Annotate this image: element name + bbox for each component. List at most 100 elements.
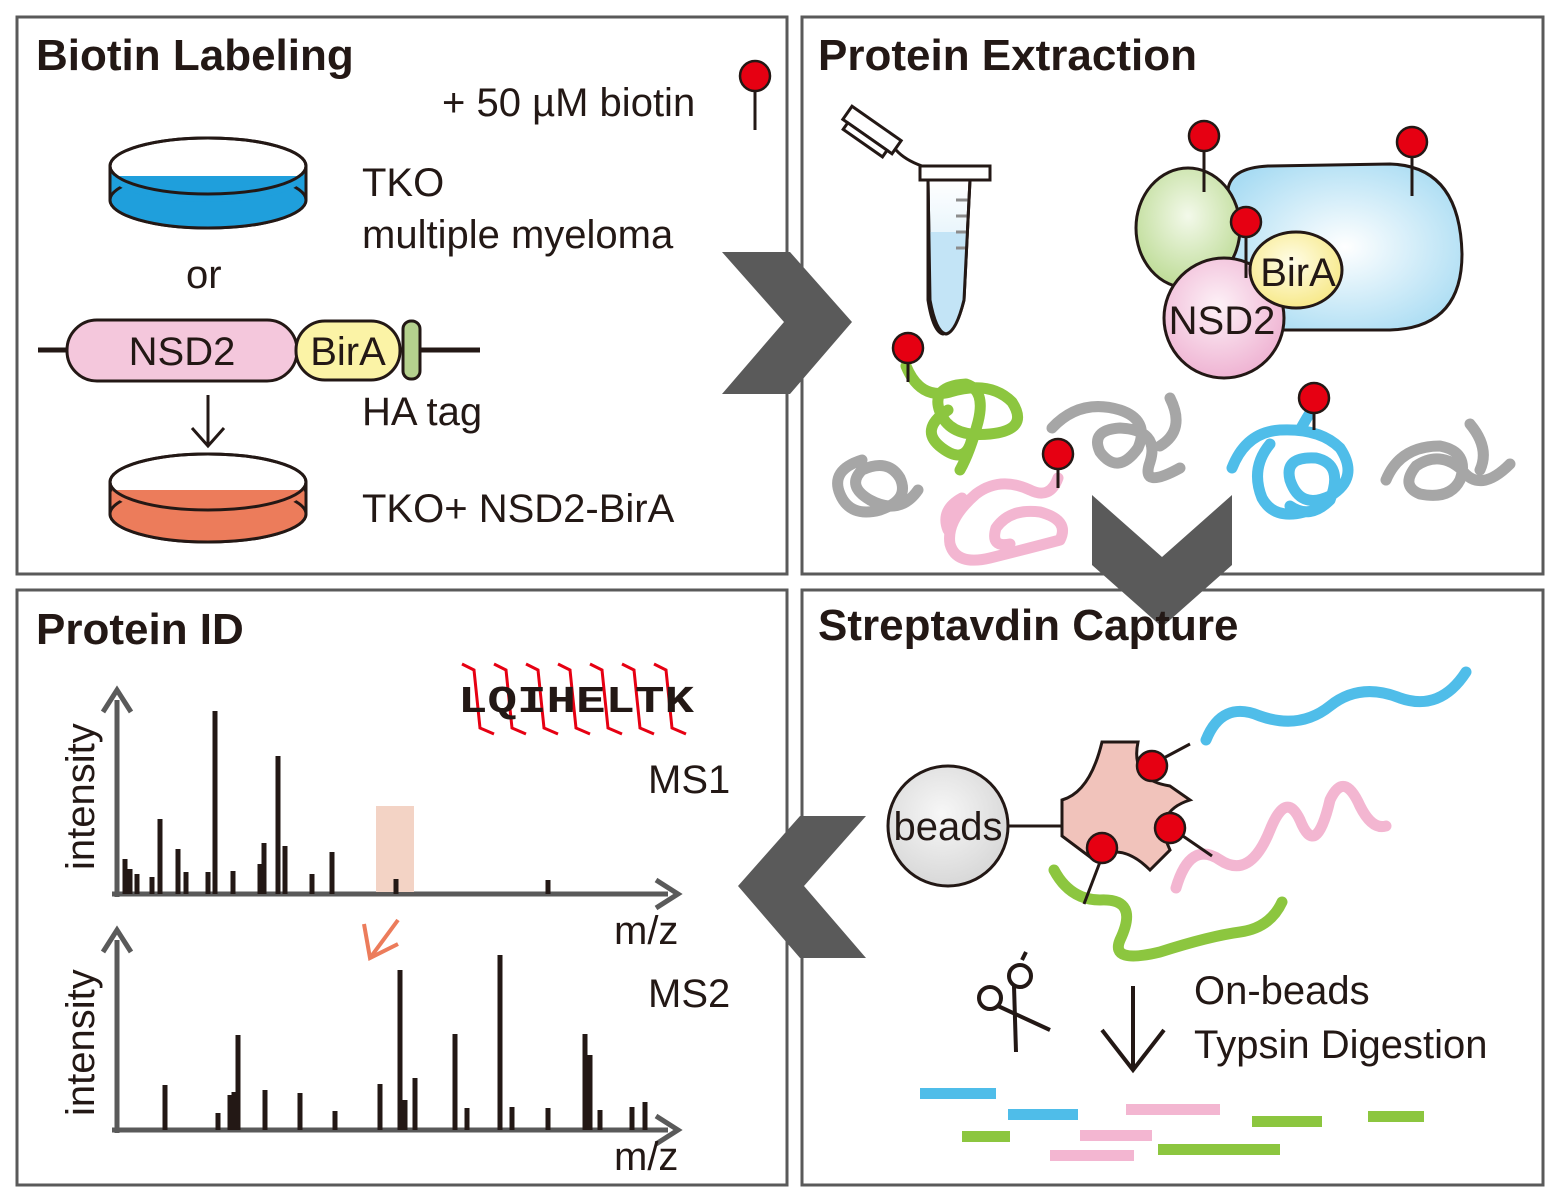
digestion-label-line2: Typsin Digestion (1194, 1023, 1487, 1067)
ms1-label: MS1 (648, 758, 730, 802)
biotin-pin-icon (1229, 205, 1263, 239)
cell-line-tko-description: multiple myeloma (362, 213, 674, 257)
ms2-peak (262, 1090, 268, 1130)
peptide-fragmentation-marks (461, 662, 687, 736)
cell-culture-dish-blue (108, 136, 308, 230)
cell-line-tko-label: TKO (362, 161, 444, 205)
ms1-peak (309, 874, 315, 894)
ms2-peak (509, 1107, 515, 1130)
ms1-peak (393, 879, 399, 894)
peptide-sequence: LQIHELTK (458, 681, 694, 724)
ms2-peak (629, 1107, 635, 1130)
ms1-axes (100, 685, 683, 911)
biotinylated-protein-green (900, 360, 1023, 476)
ms2-peak (464, 1108, 470, 1130)
captured-protein-pink (1170, 781, 1392, 894)
ms1-peak (183, 872, 189, 894)
construct-ha-tag (401, 319, 422, 381)
ms2-peak (235, 1035, 241, 1130)
biotin-pin-icon (1395, 125, 1429, 159)
panel-title-biotin-labeling: Biotin Labeling (36, 31, 354, 80)
nsd2-bira-construct (38, 318, 480, 383)
ms2-x-axis-label: m/z (614, 1135, 678, 1179)
ms1-peak (545, 880, 551, 894)
ms2-peak (402, 1100, 408, 1130)
ms1-precursor-highlight (376, 806, 414, 892)
microcentrifuge-tube-icon (840, 104, 992, 336)
biotin-pin-icon (1135, 749, 1169, 783)
ms2-peak (215, 1113, 221, 1130)
protein-gray (832, 392, 1516, 518)
cell-line-tko-nsd2-bira-label: TKO+ NSD2-BirA (362, 487, 675, 531)
biotin-pin-icon (738, 59, 772, 130)
complex-bira-label: BirA (1260, 251, 1336, 295)
transfection-down-arrow-icon (190, 395, 226, 449)
construct-bira-domain (294, 319, 402, 382)
captured-protein-blue (1200, 666, 1472, 746)
biotin-pin-icon (1041, 437, 1075, 471)
ms1-bars (122, 711, 551, 894)
ms1-peak (275, 756, 281, 894)
ms1-peak (261, 843, 267, 894)
captured-protein-green (1048, 864, 1288, 962)
panel-title-protein-id: Protein ID (36, 605, 244, 654)
panel-title-streptavidin-capture: Streptavdin Capture (818, 601, 1239, 650)
cell-culture-dish-orange (108, 452, 308, 544)
biotinylated-protein-blue (1226, 398, 1354, 520)
ms2-label: MS2 (648, 972, 730, 1016)
construct-bira-label: BirA (310, 330, 386, 374)
ms2-peak (377, 1084, 383, 1130)
biotin-pin-icon (1187, 119, 1221, 153)
biotinylated-protein-pink (940, 472, 1068, 566)
ms2-peak (162, 1085, 168, 1130)
ms1-x-axis-label: m/z (614, 909, 678, 953)
ms2-peak (297, 1093, 303, 1130)
biotin-pin-icon (1153, 811, 1187, 845)
ha-tag-label: HA tag (362, 390, 482, 434)
ms1-peak (212, 711, 218, 894)
panel-title-protein-extraction: Protein Extraction (818, 31, 1197, 80)
ms2-peak (397, 970, 403, 1130)
ms2-peak (597, 1110, 603, 1130)
flow-arrow-right-icon (722, 252, 852, 394)
ms2-bars (162, 955, 648, 1130)
ms1-peak (205, 872, 211, 894)
scissors-icon (977, 951, 1051, 1053)
precursor-selection-arrow-icon (362, 918, 400, 961)
digestion-label-line1: On-beads (1194, 969, 1370, 1013)
flow-arrow-left-icon (738, 816, 866, 958)
ms2-axes (100, 925, 683, 1147)
biotin-concentration-label: + 50 µM biotin (442, 81, 695, 125)
ms1-peak (149, 877, 155, 894)
ms1-peak (157, 819, 163, 894)
ms2-peak (642, 1102, 648, 1130)
ms1-peak (134, 874, 140, 894)
ms1-peak (230, 871, 236, 894)
ms1-peak (329, 852, 335, 894)
peptide-fragments (920, 1088, 1424, 1161)
ms2-peak (332, 1111, 338, 1130)
ms2-y-axis-label: intensity (59, 969, 103, 1116)
ms2-peak (412, 1078, 418, 1130)
ms2-peak (587, 1055, 593, 1130)
nsd2-bira-protein-complex (1134, 119, 1464, 380)
biotin-pin-icon (1297, 381, 1331, 415)
flow-arrow-down-icon (1092, 495, 1232, 627)
streptavidin-icon (1060, 740, 1194, 873)
or-label: or (186, 253, 222, 297)
ms2-peak (452, 1034, 458, 1130)
ms1-peak (282, 846, 288, 894)
ms1-peak (122, 859, 128, 894)
biotin-pin-icon (1085, 831, 1119, 865)
ms2-peak (497, 955, 503, 1130)
ms2-peak (582, 1034, 588, 1130)
ms1-peak (127, 869, 133, 894)
complex-nsd2-label: NSD2 (1169, 299, 1276, 343)
biotin-pin-icon (891, 331, 925, 365)
beads-label: beads (894, 805, 1003, 849)
construct-nsd2-label: NSD2 (129, 330, 236, 374)
ms1-y-axis-label: intensity (59, 723, 103, 870)
ms2-peak (231, 1092, 237, 1130)
digestion-down-arrow-icon (1100, 986, 1166, 1074)
